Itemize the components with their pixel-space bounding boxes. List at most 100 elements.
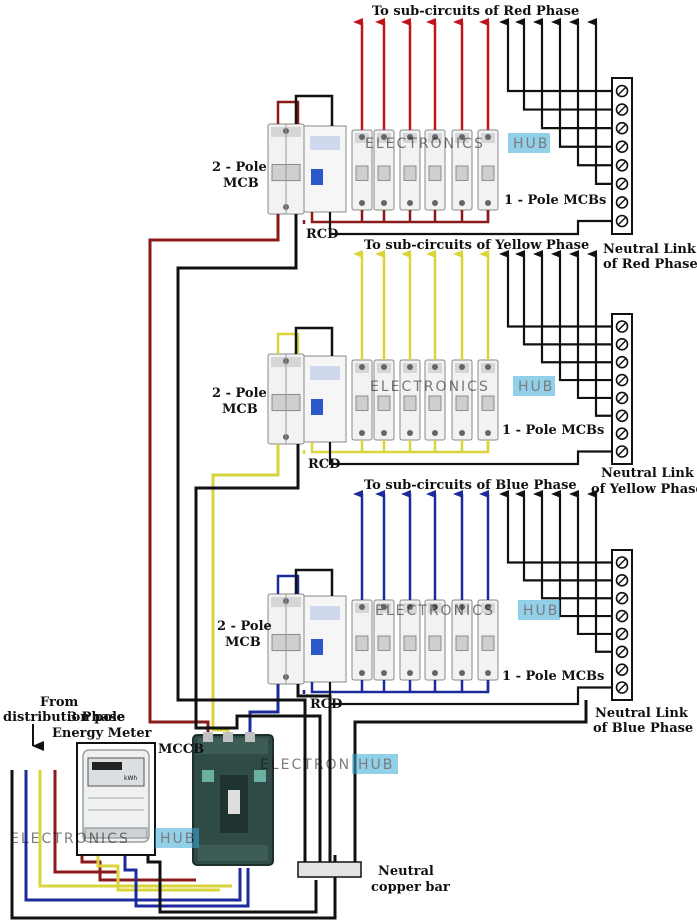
svg-text:ELECTRONICS: ELECTRONICS: [10, 831, 130, 847]
terminal-screw-icon: [615, 214, 629, 228]
meter-label: 3 Phase: [68, 710, 125, 725]
labels: To sub-circuits of Red Phase To sub-circ…: [3, 4, 697, 895]
terminal-screw-icon: [615, 609, 629, 623]
red-mcb-label-2: MCB: [223, 176, 259, 191]
rcd-device: [303, 355, 347, 443]
terminal-screw-icon: [615, 627, 629, 641]
terminal-screw-icon: [615, 681, 629, 694]
meter-red-out: [80, 855, 196, 882]
one-pole-mcb: [373, 129, 395, 211]
terminal-screw-icon: [615, 338, 629, 351]
yellow-mcb-label-2: MCB: [222, 402, 258, 417]
red-phase-title: To sub-circuits of Red Phase: [372, 4, 579, 19]
yellow-1pole-label: 1 - Pole MCBs: [502, 423, 604, 438]
one-pole-mcb: [399, 599, 421, 681]
blue-rcd-label: RCD: [310, 697, 342, 712]
terminal-screw-icon: [615, 373, 629, 387]
one-pole-mcb: [373, 599, 395, 681]
yellow-neutral-link-label: Neutral Link: [601, 466, 695, 481]
rcd-neutral-to-link: [328, 442, 612, 466]
rcd-neutral-to-link: [328, 212, 612, 236]
one-pole-mcb: [399, 129, 421, 211]
one-pole-mcb: [451, 129, 473, 211]
sub-circuit-neutral-wire: [551, 250, 612, 382]
sub-circuit-neutral-wire: [533, 490, 612, 600]
terminal-screw-icon: [615, 556, 629, 569]
incoming-yellow-wire: [38, 770, 232, 888]
rcd-device: [303, 125, 347, 213]
one-pole-mcb: [351, 359, 373, 441]
terminal-screw-icon: [615, 409, 629, 423]
terminal-screw-icon: [615, 140, 629, 154]
mccb-label: MCCB: [158, 742, 204, 757]
neutral-link-bar: [611, 77, 633, 235]
sub-circuit-neutral-wire: [587, 490, 612, 653]
red-neutral-link-label: Neutral Link: [603, 242, 697, 257]
red-1pole-label: 1 - Pole MCBs: [504, 193, 606, 208]
sub-circuit-neutral-wire: [533, 18, 612, 130]
terminal-screw-icon: [615, 158, 629, 172]
blue-neutral-link-label: Neutral Link: [595, 706, 689, 721]
terminal-screw-icon: [615, 177, 629, 191]
one-pole-mcb: [373, 359, 395, 441]
meter-black-out: [146, 855, 318, 914]
terminal-screw-icon: [615, 391, 629, 405]
yellow-rcd-label: RCD: [308, 457, 340, 472]
terminal-screw-icon: [615, 320, 629, 333]
terminal-screw-icon: [615, 645, 629, 659]
incoming-black-wire: [10, 770, 337, 920]
sub-circuit-neutral-wire: [587, 250, 612, 417]
yellow-phase-feeder: [211, 444, 280, 737]
blue-mcb-label: 2 - Pole: [217, 619, 272, 634]
red-neutral-link-label-2: of Red Phase: [603, 257, 697, 272]
one-pole-mcb: [424, 359, 446, 441]
svg-text:ELECTRONICS: ELECTRONICS: [375, 603, 495, 619]
svg-text:HUB: HUB: [518, 379, 554, 395]
terminal-screw-icon: [615, 591, 629, 605]
terminal-screw-icon: [615, 103, 629, 116]
blue-phase-feeder: [248, 684, 280, 737]
sub-circuit-neutral-wire: [515, 250, 612, 346]
neutral-bar-label-2: copper bar: [371, 880, 450, 895]
red-phase-feeder: [148, 214, 280, 737]
incoming-red-wire: [53, 770, 118, 874]
sub-circuit-neutral-wire: [551, 18, 612, 148]
energy-meter: kWh: [76, 742, 156, 856]
yellow-neutral-return: [194, 444, 322, 862]
blue-phase-panel: [267, 490, 633, 706]
one-pole-mcb: [451, 599, 473, 681]
sub-circuit-neutral-wire: [569, 18, 612, 167]
red-neutral-return: [176, 214, 307, 862]
neutral-link-bar: [611, 549, 633, 701]
from-label: From: [40, 695, 79, 710]
sub-circuit-neutral-wire: [533, 250, 612, 364]
terminal-screw-icon: [615, 355, 629, 369]
neutral-bar-label: Neutral: [378, 864, 434, 879]
sub-circuit-neutral-wire: [569, 250, 612, 400]
svg-text:kWh: kWh: [124, 775, 137, 782]
incoming-blue-wire: [24, 770, 242, 902]
svg-text:HUB: HUB: [358, 757, 394, 773]
yellow-mcb-label: 2 - Pole: [212, 386, 267, 401]
red-phase-panel: [267, 18, 633, 236]
rcd-device: [303, 595, 347, 683]
neutral-link-bar: [611, 313, 633, 465]
blue-1pole-label: 1 - Pole MCBs: [502, 669, 604, 684]
terminal-screw-icon: [615, 663, 629, 676]
terminal-screw-icon: [615, 574, 629, 587]
neutral-copper-bar: [297, 861, 362, 878]
terminal-screw-icon: [615, 445, 629, 458]
terminal-screw-icon: [615, 84, 629, 98]
terminal-screw-icon: [615, 196, 629, 209]
sub-circuit-neutral-wire: [569, 490, 612, 636]
svg-text:ELECTRONICS: ELECTRONICS: [370, 379, 490, 395]
mccb-breaker: [192, 732, 274, 866]
svg-text:ELECTRONICS: ELECTRONICS: [260, 757, 380, 773]
watermark-logo: ELECTRONICS HUB ELECTRONICS HUB ELECTRON…: [10, 133, 560, 848]
one-pole-mcb: [424, 129, 446, 211]
svg-text:HUB: HUB: [513, 136, 549, 152]
blue-mcb-label-2: MCB: [225, 635, 261, 650]
svg-text:HUB: HUB: [160, 831, 196, 847]
feeder-wiring: [10, 214, 588, 920]
